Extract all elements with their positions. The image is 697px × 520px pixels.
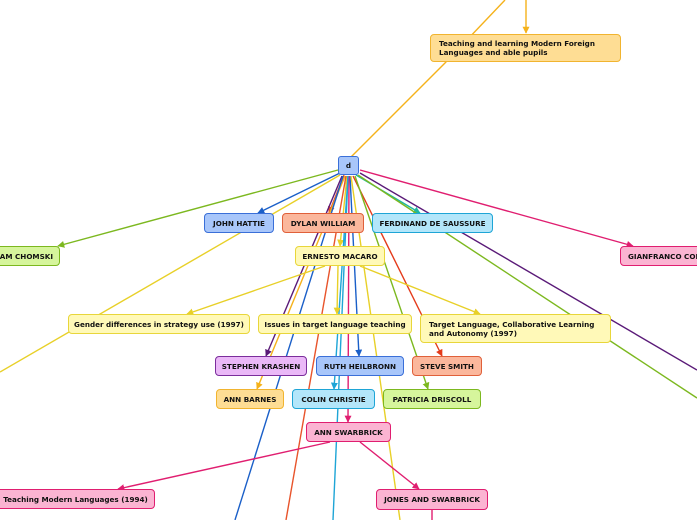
node-ernesto-macaro[interactable]: ERNESTO MACARO <box>295 246 385 266</box>
node-issues-target-language[interactable]: Issues in target language teaching <box>258 314 412 334</box>
topic-label: Teaching and learning Modern Foreign Lan… <box>439 39 595 57</box>
node-colin-christie[interactable]: COLIN CHRISTIE <box>292 389 375 409</box>
edge-root-driscoll <box>354 175 430 390</box>
central-node[interactable]: d <box>338 156 359 175</box>
node-ruth-heilbronn[interactable]: RUTH HEILBRONN <box>316 356 404 376</box>
node-stephen-krashen[interactable]: STEPHEN KRASHEN <box>215 356 307 376</box>
node-target-language-collaborative[interactable]: Target Language, Collaborative Learning … <box>420 314 611 343</box>
edge-macaro-target <box>359 265 481 315</box>
edge-root-yellow-left <box>0 174 341 373</box>
edge-root-green-right <box>357 174 697 399</box>
node-ann-swarbrick[interactable]: ANN SWARBRICK <box>306 422 391 442</box>
edge-swarbrick-teaching <box>117 441 331 492</box>
edge-root-barnes <box>256 175 346 390</box>
node-dylan-william[interactable]: DYLAN WILLIAM <box>282 213 364 233</box>
edge-root-purple <box>359 172 697 371</box>
edge-root-down-cyan <box>332 175 349 520</box>
node-steve-smith[interactable]: STEVE SMITH <box>412 356 482 376</box>
topic-teaching-able-pupils[interactable]: Teaching and learning Modern Foreign Lan… <box>430 34 621 62</box>
edge-macaro-issues <box>333 265 341 315</box>
node-patricia-driscoll[interactable]: PATRICIA DRISCOLL <box>383 389 481 409</box>
edge-root-topnote <box>347 61 447 161</box>
edge-root-hattie <box>257 172 341 214</box>
edge-swarbrick-jones <box>359 441 420 490</box>
edge-root-chomski <box>57 169 339 248</box>
edge-root-macaro <box>337 175 348 247</box>
node-gender-differences[interactable]: Gender differences in strategy use (1997… <box>68 314 250 334</box>
node-john-hattie[interactable]: JOHN HATTIE <box>204 213 274 233</box>
node-ann-barnes[interactable]: ANN BARNES <box>216 389 284 409</box>
edge-root-down-red <box>285 175 347 520</box>
node-ferdinand-de-saussure[interactable]: FERDINAND DE SAUSSURE <box>372 213 493 233</box>
node-noam-chomski[interactable]: NOAM CHOMSKI <box>0 246 60 266</box>
edge-root-down-yellow <box>350 175 401 520</box>
node-teaching-modern-languages-1994[interactable]: Teaching Modern Languages (1994) <box>0 489 155 509</box>
central-node-label: d <box>345 161 352 170</box>
edge-macaro-gender <box>186 265 326 316</box>
edge-root-christie <box>330 175 349 390</box>
edge-root-gianfranco <box>359 169 634 248</box>
node-gianfranco[interactable]: GIANFRANCO CONTI <box>620 246 697 266</box>
node-jones-and-swarbrick[interactable]: JONES AND SWARBRICK <box>376 489 488 510</box>
edge-root-down-blue <box>234 175 344 520</box>
